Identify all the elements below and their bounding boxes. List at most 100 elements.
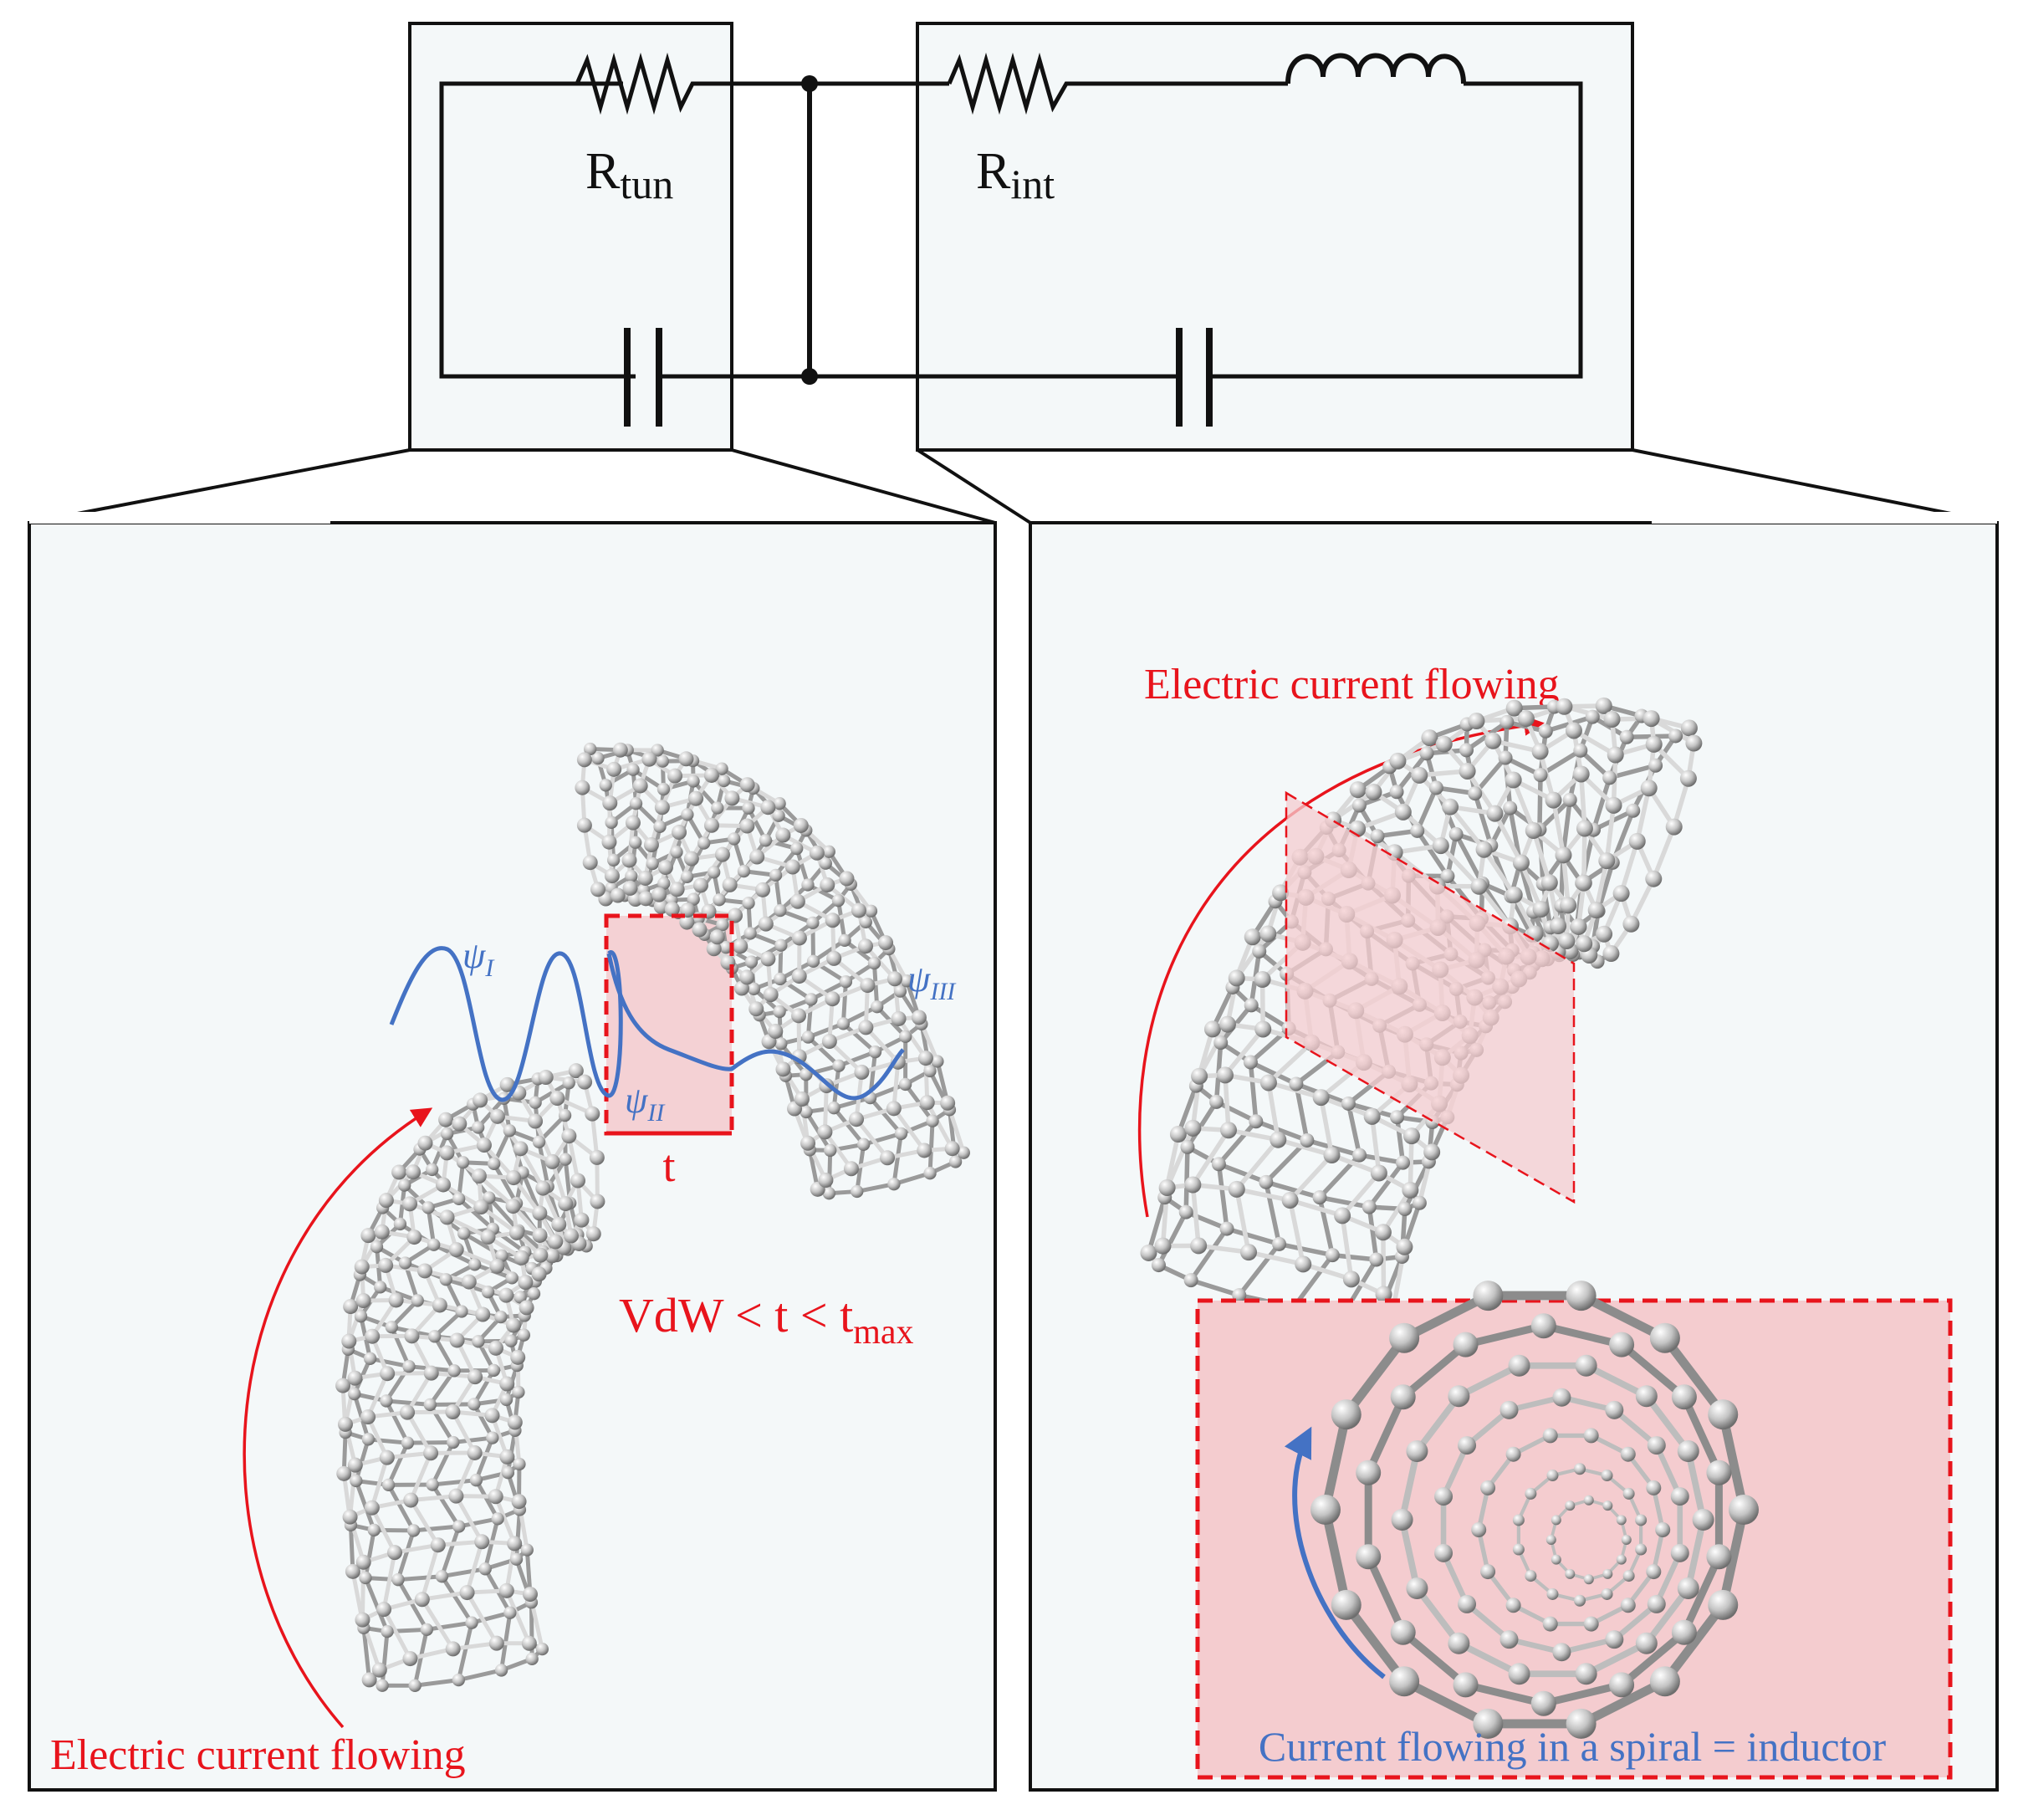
carbon-atom bbox=[510, 1349, 526, 1365]
carbon-atom bbox=[641, 751, 657, 767]
carbon-atom bbox=[1583, 1428, 1599, 1444]
carbon-atom bbox=[1622, 915, 1640, 933]
carbon-atom bbox=[1499, 714, 1515, 729]
carbon-atom bbox=[335, 1378, 351, 1393]
carbon-atom bbox=[489, 1108, 505, 1124]
carbon-atom bbox=[832, 1059, 846, 1072]
carbon-atom bbox=[1453, 1332, 1479, 1357]
carbon-atom bbox=[1391, 1509, 1413, 1531]
carbon-atom bbox=[503, 1606, 517, 1619]
carbon-atom bbox=[1583, 1616, 1599, 1632]
zoom-line bbox=[28, 448, 411, 524]
carbon-atom bbox=[1412, 1195, 1427, 1210]
carbon-atom bbox=[880, 1150, 896, 1166]
carbon-atom bbox=[806, 954, 820, 968]
carbon-atom bbox=[1396, 1155, 1411, 1170]
carbon-atom bbox=[1448, 826, 1464, 841]
carbon-atom bbox=[737, 864, 751, 878]
carbon-atom bbox=[498, 1582, 514, 1598]
carbon-atom bbox=[653, 820, 667, 834]
carbon-atom bbox=[1402, 1181, 1419, 1199]
carbon-atom bbox=[385, 1321, 398, 1334]
carbon-atom bbox=[793, 817, 809, 833]
carbon-atom bbox=[858, 938, 874, 954]
carbon-atom bbox=[1498, 750, 1513, 765]
carbon-atom bbox=[794, 1091, 810, 1107]
carbon-atom bbox=[544, 1153, 560, 1169]
carbon-atom bbox=[585, 1226, 601, 1242]
carbon-atom bbox=[483, 1191, 496, 1204]
carbon-atom bbox=[420, 1623, 433, 1637]
carbon-atom bbox=[1190, 1237, 1208, 1255]
carbon-atom bbox=[1622, 1570, 1635, 1582]
carbon-atom bbox=[1272, 1236, 1287, 1251]
carbon-atom bbox=[426, 1163, 439, 1177]
carbon-atom bbox=[1475, 841, 1493, 858]
carbon-atom bbox=[1259, 925, 1277, 943]
carbon-atom bbox=[1517, 710, 1535, 728]
carbon-atom bbox=[651, 887, 667, 902]
carbon-atom bbox=[548, 1234, 564, 1250]
carbon-atom bbox=[1708, 1399, 1739, 1430]
carbon-atom bbox=[1508, 1663, 1530, 1685]
carbon-atom bbox=[347, 1457, 363, 1473]
carbon-atom bbox=[1374, 1224, 1392, 1241]
carbon-atom bbox=[417, 1263, 433, 1279]
carbon-atom bbox=[1191, 1067, 1208, 1085]
carbon-atom bbox=[343, 1299, 359, 1315]
carbon-atom bbox=[582, 855, 598, 871]
carbon-atom bbox=[387, 1545, 403, 1561]
carbon-atom bbox=[559, 1153, 572, 1166]
psi-i-label: ψI bbox=[462, 935, 495, 982]
carbon-atom bbox=[1602, 770, 1617, 785]
carbon-atom bbox=[860, 978, 876, 994]
carbon-atom bbox=[1619, 729, 1634, 744]
carbon-atom bbox=[1566, 1708, 1597, 1739]
carbon-atom bbox=[445, 1404, 461, 1420]
carbon-atom bbox=[467, 1398, 481, 1411]
carbon-atom bbox=[1140, 1244, 1157, 1261]
carbon-atom bbox=[1312, 1190, 1327, 1205]
carbon-atom bbox=[1620, 1598, 1636, 1613]
carbon-atom bbox=[374, 1224, 390, 1240]
carbon-atom bbox=[341, 1333, 357, 1349]
carbon-atom bbox=[1442, 798, 1459, 815]
carbon-atom bbox=[1706, 1544, 1732, 1570]
carbon-atom bbox=[481, 1286, 495, 1299]
carbon-atom bbox=[1532, 901, 1550, 918]
carbon-atom bbox=[1470, 877, 1488, 895]
carbon-atom bbox=[1556, 698, 1573, 715]
carbon-atom bbox=[402, 1651, 418, 1667]
carbon-atom bbox=[505, 1199, 521, 1214]
carbon-atom bbox=[1596, 925, 1613, 943]
carbon-atom bbox=[1300, 1132, 1315, 1148]
carbon-atom bbox=[1505, 1446, 1521, 1462]
carbon-atom bbox=[1647, 1594, 1666, 1613]
nanotube-lower bbox=[335, 1063, 605, 1692]
carbon-atom bbox=[917, 1143, 932, 1158]
carbon-atom bbox=[568, 1063, 584, 1079]
carbon-atom bbox=[408, 1679, 421, 1692]
carbon-atom bbox=[367, 1523, 381, 1536]
carbon-atom bbox=[585, 1106, 600, 1122]
carbon-atom bbox=[1706, 1460, 1732, 1485]
circuit-box-right bbox=[916, 22, 1634, 452]
carbon-atom bbox=[822, 1187, 835, 1200]
carbon-atom bbox=[1570, 918, 1587, 935]
carbon-atom bbox=[1505, 699, 1523, 717]
carbon-atom bbox=[488, 1489, 503, 1505]
carbon-atom bbox=[886, 1101, 902, 1117]
carbon-atom bbox=[1370, 829, 1385, 844]
carbon-atom bbox=[1323, 1146, 1341, 1163]
carbon-atom bbox=[769, 868, 783, 882]
carbon-atom bbox=[473, 1199, 489, 1215]
carbon-atom bbox=[1396, 1238, 1413, 1255]
carbon-atom bbox=[1505, 1598, 1521, 1613]
carbon-atom bbox=[692, 922, 708, 938]
carbon-atom bbox=[1432, 837, 1449, 855]
carbon-atom bbox=[570, 1173, 586, 1189]
carbon-atom bbox=[839, 975, 853, 989]
carbon-atom bbox=[360, 1409, 376, 1425]
carbon-atom bbox=[1184, 1176, 1202, 1194]
carbon-atom bbox=[355, 1554, 371, 1570]
